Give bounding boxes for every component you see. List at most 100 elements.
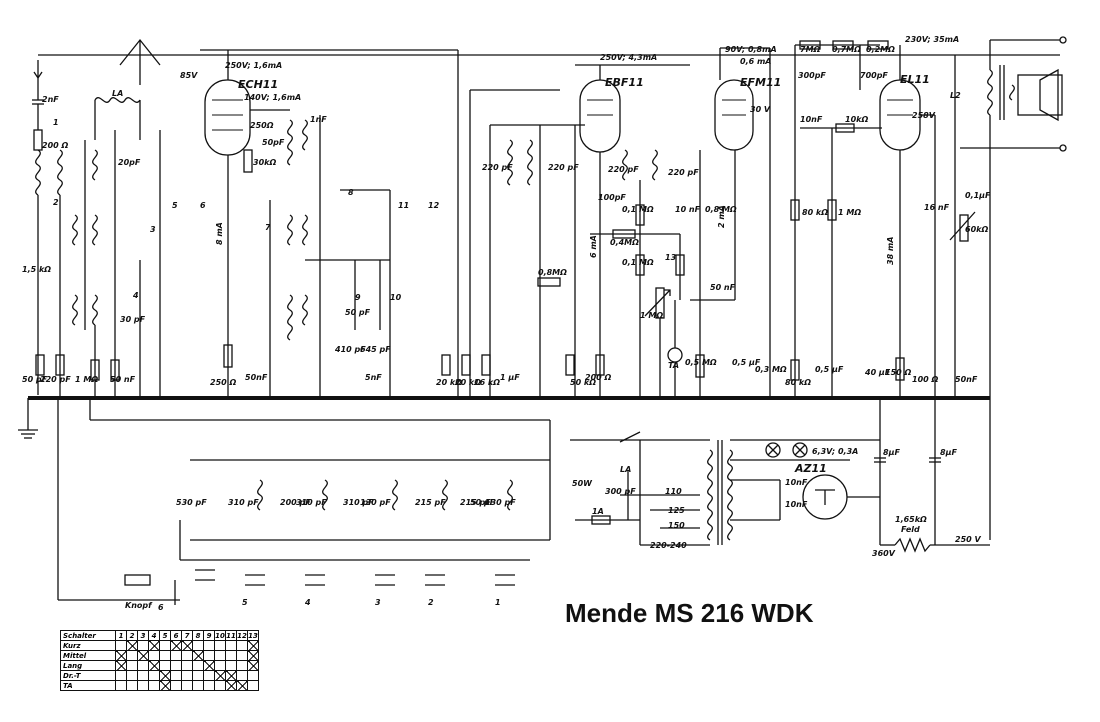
c-220-d: 220 pF <box>668 168 699 177</box>
r-04: 0,4MΩ <box>610 238 639 247</box>
bank-cap-7: 215 pF <box>415 498 446 507</box>
switch-table-cell <box>236 660 248 671</box>
switch-table-col-header: 11 <box>225 630 237 641</box>
c-30pf: 30 pF <box>120 315 146 324</box>
field-coil-label: Feld <box>901 525 920 534</box>
bank-cap-8: 215 pF <box>460 498 491 507</box>
el11-cathode-current: 38 mA <box>886 237 895 265</box>
pickup-input <box>667 300 683 398</box>
knopf-label: Knopf <box>125 601 153 610</box>
volume-control <box>644 287 671 398</box>
switch-table-row-label: Mittel <box>60 650 116 661</box>
tap-220-240: 220-240 <box>650 541 687 550</box>
coil-bank <box>89 398 551 561</box>
c-300pf-2: 300 pF <box>605 487 636 496</box>
r-20k-2: 20 kΩ <box>455 378 481 387</box>
switch-table-col-header: 8 <box>192 630 204 641</box>
switch-table-cell <box>126 680 138 691</box>
sw-2: 2 <box>53 198 59 207</box>
switch-table-cell <box>137 640 149 651</box>
switch-table-cell <box>170 680 182 691</box>
ech11-label: ECH11 <box>238 78 278 91</box>
ebf11-anode: 250V; 4,3mA <box>600 53 657 62</box>
switch-table-col-header: 10 <box>214 630 226 641</box>
wave-switch-bank <box>57 400 515 605</box>
switch-table-mark <box>225 680 237 691</box>
bank-cap-2: 310 pF <box>228 498 259 507</box>
c-300pf: 300pF <box>798 71 826 80</box>
c-5nf: 5nF <box>365 373 382 382</box>
switch-table-cell <box>192 640 204 651</box>
r-50k: 50 kΩ <box>570 378 596 387</box>
switch-table-mark <box>126 640 138 651</box>
switch-table-mark <box>225 670 237 681</box>
if-stage <box>441 50 585 398</box>
r-16k: 16 kΩ <box>474 378 500 387</box>
switch-table-col-header: 4 <box>148 630 160 641</box>
c-50nf-left: 50 nF <box>110 375 136 384</box>
ma6-label: 6 mA <box>589 235 598 258</box>
ech11-anode: 250V; 1,6mA <box>225 61 282 70</box>
switch-table-cell <box>236 650 248 661</box>
c-2nf: 2nF <box>42 95 59 104</box>
switch-table-cell <box>115 640 127 651</box>
ech11-current: 140V; 1,6mA <box>244 93 301 102</box>
bank-num-1: 1 <box>495 598 501 607</box>
ebf11-label: EBF11 <box>605 76 644 89</box>
r-250 <box>223 344 233 368</box>
c-1uf: 1 μF <box>500 373 520 382</box>
r-03: 0,3 MΩ <box>755 365 787 374</box>
bank-cap-4: 200 pF <box>280 498 311 507</box>
switch-table-row: Lang <box>60 660 259 671</box>
switch-table-mark <box>159 670 171 681</box>
switch-table-mark <box>214 670 226 681</box>
switch-table-cell <box>236 640 248 651</box>
switch-table-cell <box>148 650 160 661</box>
r-30k-label: 30kΩ <box>253 158 276 167</box>
sw-1: 1 <box>53 118 59 127</box>
r-20k-1: 20 kΩ <box>436 378 462 387</box>
bank-cap-9: 50 pF <box>470 498 496 507</box>
tube-efm11 <box>714 79 754 151</box>
switch-table-cell <box>148 680 160 691</box>
switch-table-cell <box>225 640 237 651</box>
c-01: 0,1μF <box>965 191 991 200</box>
switch-table-cell <box>170 660 182 671</box>
ech11-grid: 85V <box>180 71 198 80</box>
switch-table-cell <box>159 650 171 661</box>
sw-11: 11 <box>398 201 409 210</box>
r-08: 0,8MΩ <box>538 268 567 277</box>
r-80k: 80 kΩ <box>802 208 828 217</box>
switch-table-corner: Schalter <box>60 630 116 641</box>
sw-10: 10 <box>390 293 402 302</box>
sw-8: 8 <box>348 188 354 197</box>
switch-table-cell <box>170 650 182 661</box>
sw-4: 4 <box>132 291 139 300</box>
switch-table-cell <box>137 680 149 691</box>
switch-table-mark <box>247 640 259 651</box>
tone-control <box>949 55 976 398</box>
switch-table-row-label: Lang <box>60 660 116 671</box>
switch-table-cell <box>247 670 259 681</box>
c-10nf-2: 10nF <box>800 115 823 124</box>
ta-label: TA <box>668 361 679 370</box>
bank-cap-10: 130 pF <box>485 498 516 507</box>
bank-num-2: 2 <box>428 598 434 607</box>
switch-table-row-label: Kurz <box>60 640 116 651</box>
sw-7: 7 <box>265 223 271 232</box>
r-15k: 1,5 kΩ <box>22 265 51 274</box>
bank-cap-6: 130 pF <box>360 498 391 507</box>
el11-label: EL11 <box>900 73 930 86</box>
switch-table-cell <box>159 640 171 651</box>
c-1nf: 1nF <box>310 115 327 124</box>
c-50nf-3: 50nF <box>955 375 978 384</box>
r-10k: 10kΩ <box>845 115 868 124</box>
switch-table-cell <box>181 660 193 671</box>
efm11-label: EFM11 <box>740 76 781 89</box>
output-transformer <box>960 36 1067 540</box>
bank-cap-3: 310 pF <box>296 498 327 507</box>
